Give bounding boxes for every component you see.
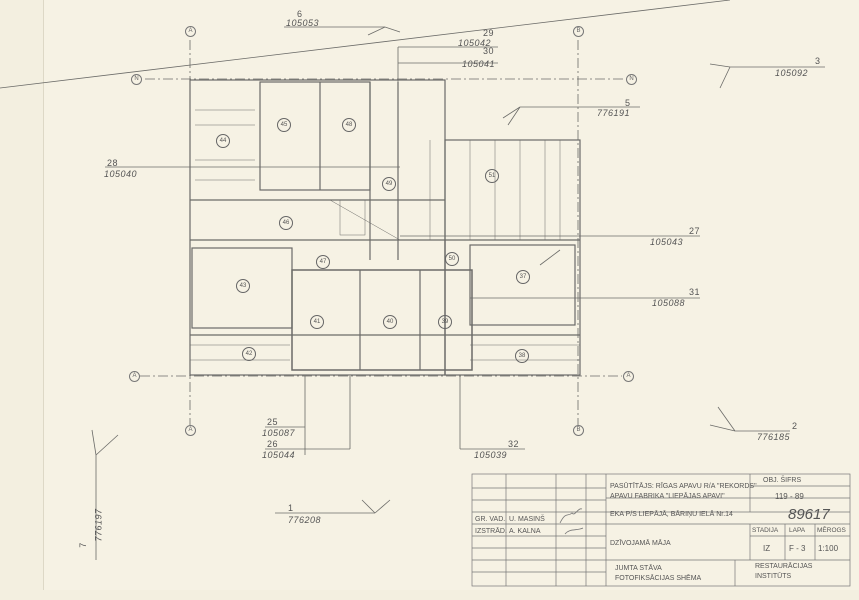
callout-id: 2 [792,421,798,431]
drawing-sheet [43,0,859,590]
callout-id: 26 [267,439,279,449]
title-block-grid [471,473,851,587]
room-marker: 39 [438,315,452,329]
callout-id: 32 [508,439,520,449]
room-marker: 48 [342,118,356,132]
callout-code: 105088 [652,298,686,308]
role-author: IZSTRĀD. [475,528,507,535]
callout-code: 105039 [474,450,508,460]
callout-id: 1 [288,503,294,513]
room-marker: 38 [515,349,529,363]
sheet-number: 89617 [788,506,830,523]
room-marker: 46 [279,216,293,230]
lapa-value: F - 3 [789,544,806,553]
name-author: A. KALNA [509,528,541,535]
room-marker: 42 [242,347,256,361]
axis-marker-a-left: A [129,371,140,382]
callout-code: 776197 [93,508,104,542]
room-marker: 37 [516,270,530,284]
callout-id: 30 [483,46,495,56]
lapa-label: LAPA [789,527,806,534]
roof-rafters [190,109,580,361]
callout-id: 3 [815,56,821,66]
room-marker: 43 [236,279,250,293]
role-head: GR. VAD. [475,516,506,523]
room-marker: 44 [216,134,230,148]
room-marker: 50 [445,252,459,266]
callout-code: 105040 [104,169,138,179]
name-head: U. MASINŠ [509,516,545,523]
room-marker: 51 [485,169,499,183]
obj-code: 119 - 89 [775,492,804,501]
callout-code: 776208 [288,515,322,525]
axis-marker-n-right: N [626,74,637,85]
callout-code: 105043 [650,237,684,247]
axis-marker-a-right: A [623,371,634,382]
callout-id: 31 [689,287,701,297]
callout-id: 28 [107,158,119,168]
callout-code: 105041 [462,59,496,69]
callout-id: 6 [297,9,303,19]
callout-code: 105053 [286,18,320,28]
signature-marks [559,508,584,535]
obj-code-label: OBJ. ŠIFRS [763,477,802,484]
callout-code: 105087 [262,428,296,438]
room-marker: 47 [316,255,330,269]
client-line-1: PASŪTĪTĀJS: RĪGAS APAVU R/A "REKORDS" [610,483,757,490]
callout-id: 7 [77,542,88,548]
stadija-value: IZ [763,544,771,553]
drawing-title-2: FOTOFIKSĀCIJAS SHĒMA [615,575,702,582]
drawing-title-1: JUMTA STĀVA [615,565,662,572]
callout-code: 105092 [775,68,809,78]
callout-id: 29 [483,28,495,38]
room-marker: 40 [383,315,397,329]
callout-code: 105044 [262,450,296,460]
callout-lines [0,0,825,560]
axis-marker-b-top: B [573,26,584,37]
axis-marker-n-left: N [131,74,142,85]
building-walls [189,79,581,376]
address: EKA P/S LIEPĀJĀ, BĀRIŅU IELĀ Nr.14 [610,511,733,518]
building-type: DZĪVOJAMĀ MĀJA [610,540,671,547]
callout-id: 25 [267,417,279,427]
client-line-2: APAVU FABRIKA "LIEPĀJAS APAVI" [610,493,725,500]
room-marker: 45 [277,118,291,132]
callout-code: 776185 [757,432,791,442]
callout-id: 27 [689,226,701,236]
room-marker: 41 [310,315,324,329]
institute-line-1: RESTAURĀCIJAS [755,563,813,570]
axis-marker-a-top: A [185,26,196,37]
axis-marker-b-bottom: B [573,425,584,436]
callout-code: 776191 [597,108,631,118]
merogs-label: MĒROGS [817,527,846,534]
callout-code: 105042 [458,38,492,48]
room-marker: 49 [382,177,396,191]
callout-id: 5 [625,98,631,108]
axis-marker-a-bottom: A [185,425,196,436]
institute-line-2: INSTITŪTS [755,573,792,580]
merogs-value: 1:100 [818,544,839,553]
stadija-label: STADIJA [752,527,779,534]
